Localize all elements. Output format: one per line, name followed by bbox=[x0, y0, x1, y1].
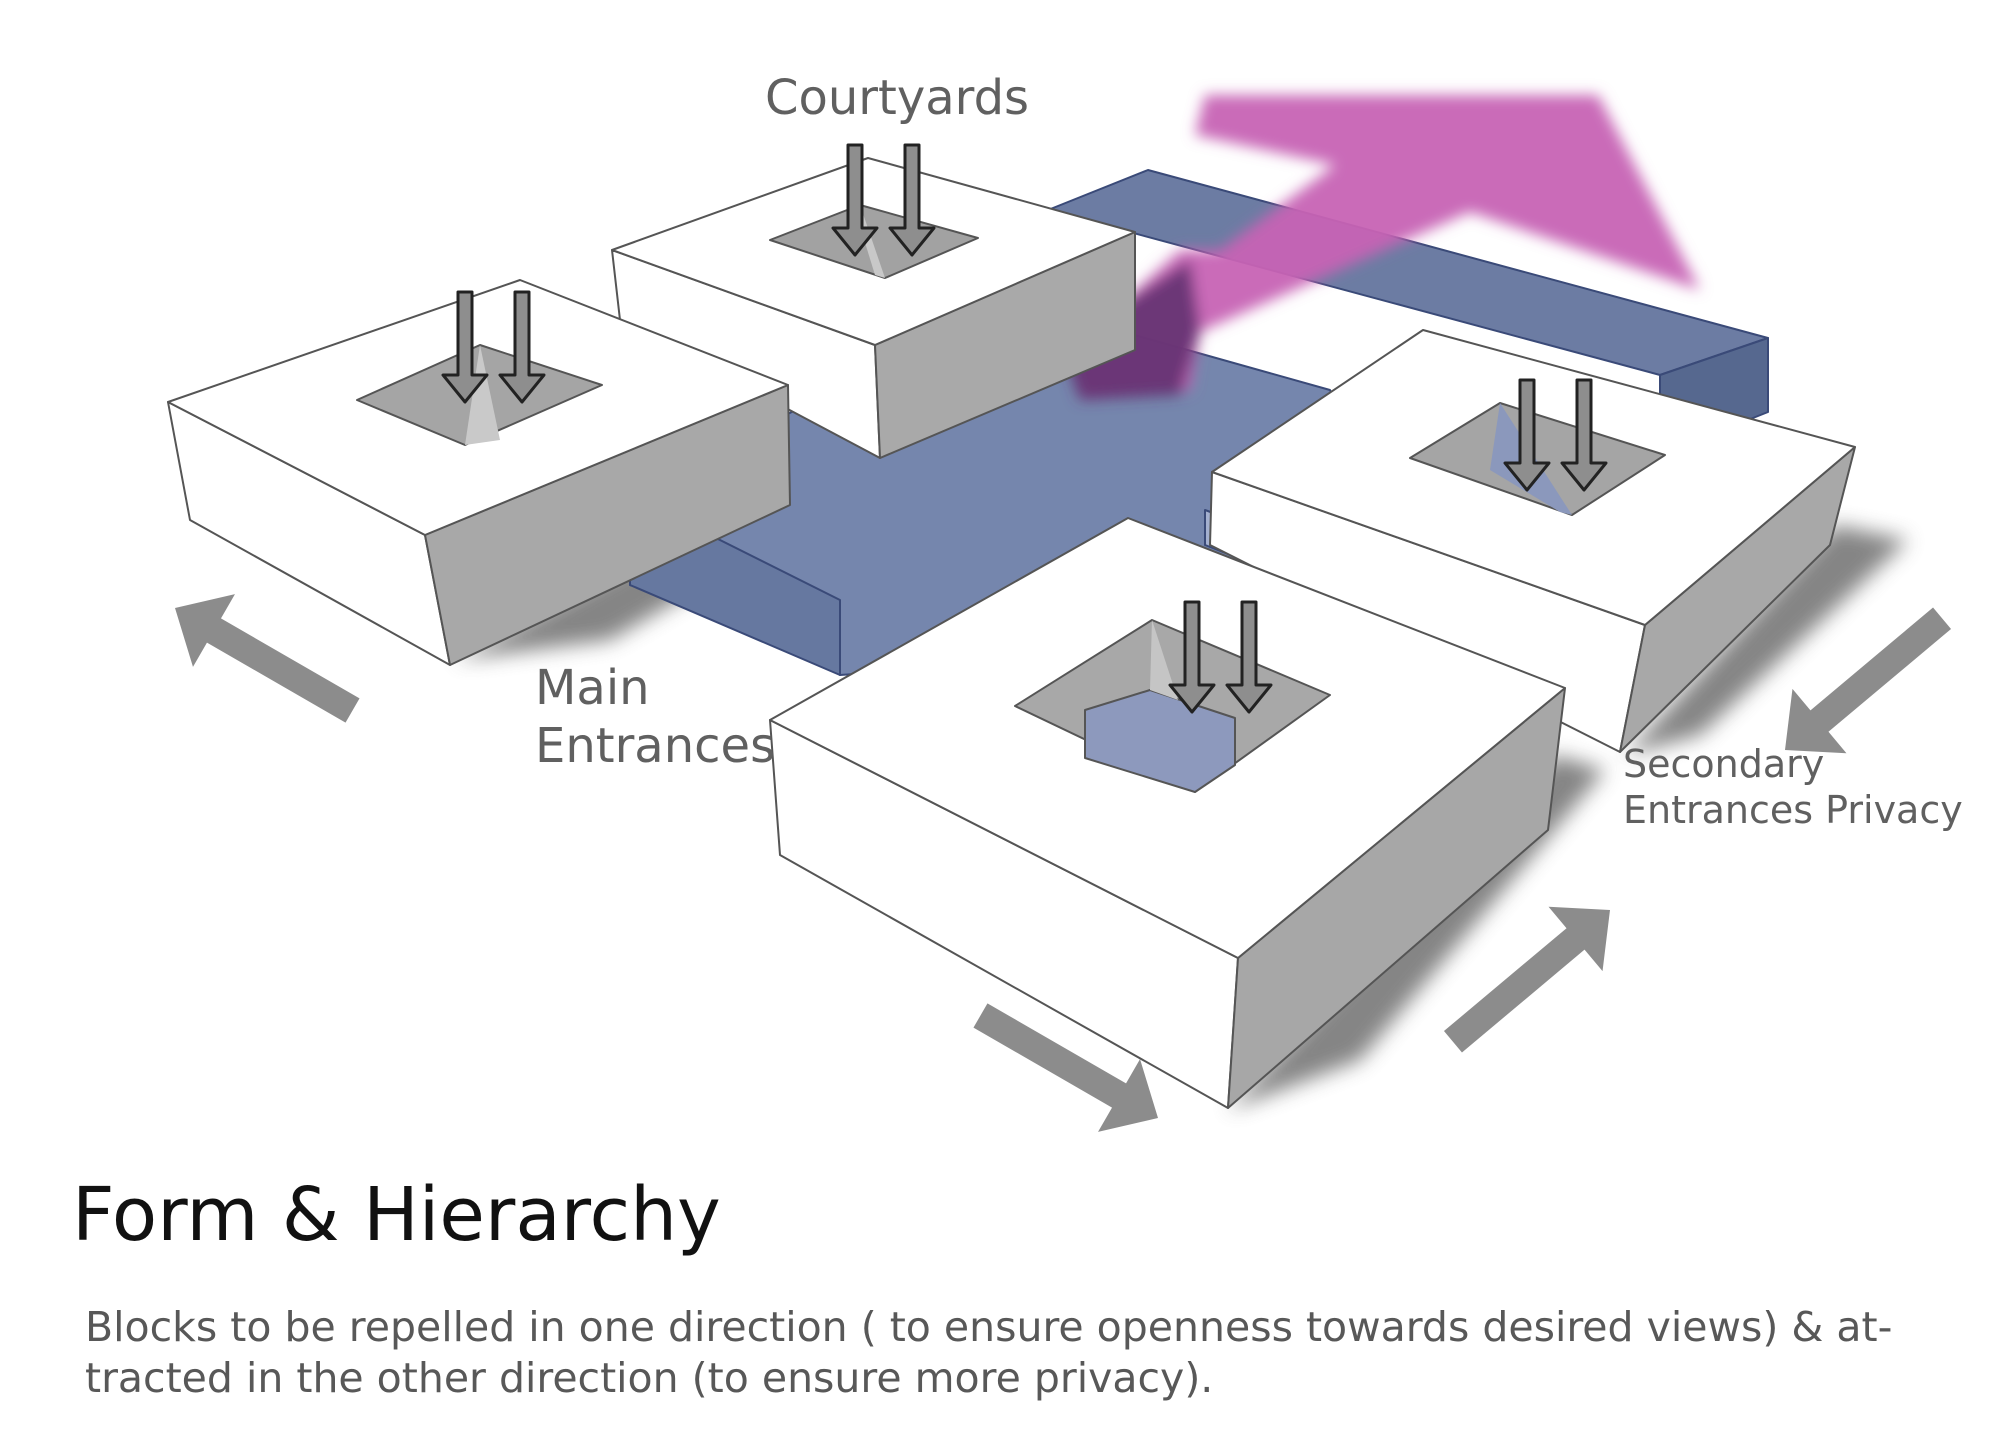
movement-arrow-icon bbox=[175, 594, 360, 723]
courtyard-arrow-right-2 bbox=[1560, 378, 1608, 492]
movement-arrow-icon bbox=[1785, 607, 1952, 754]
label-main-entrances: Main Entrances bbox=[535, 660, 775, 775]
block-left bbox=[167, 279, 791, 666]
courtyard-arrow-top-2 bbox=[888, 143, 936, 257]
courtyard-arrow-left-1 bbox=[441, 290, 489, 404]
courtyard-right bbox=[1409, 402, 1666, 516]
description: Blocks to be repelled in one direction (… bbox=[85, 1302, 1965, 1404]
description-line2: tracted in the other direction (to ensur… bbox=[85, 1353, 1214, 1402]
label-courtyards: Courtyards bbox=[765, 70, 1030, 126]
movement-arrow-icon bbox=[973, 1003, 1158, 1132]
label-secondary-line2: Entrances Privacy bbox=[1623, 787, 1963, 832]
courtyard-arrows bbox=[441, 143, 1608, 714]
label-secondary-entrances: Secondary Entrances Privacy bbox=[1623, 742, 1963, 833]
page-title: Form & Hierarchy bbox=[72, 1172, 721, 1258]
label-main-line1: Main bbox=[535, 660, 650, 716]
block-front bbox=[769, 517, 1566, 1109]
label-secondary-line1: Secondary bbox=[1623, 742, 1825, 786]
block-top-center bbox=[611, 157, 1136, 459]
courtyard-arrow-right-1 bbox=[1503, 378, 1551, 492]
movement-arrows bbox=[175, 594, 1952, 1132]
courtyard-arrow-front-2 bbox=[1225, 600, 1273, 714]
courtyard-arrow-front-1 bbox=[1168, 600, 1216, 714]
label-main-line2: Entrances bbox=[535, 717, 776, 774]
description-line1: Blocks to be repelled in one direction (… bbox=[85, 1303, 1893, 1351]
courtyard-arrow-left-2 bbox=[498, 290, 546, 404]
movement-arrow-icon bbox=[1443, 906, 1610, 1053]
courtyard-arrow-top-1 bbox=[831, 143, 879, 257]
courtyard-top-center bbox=[769, 204, 979, 279]
